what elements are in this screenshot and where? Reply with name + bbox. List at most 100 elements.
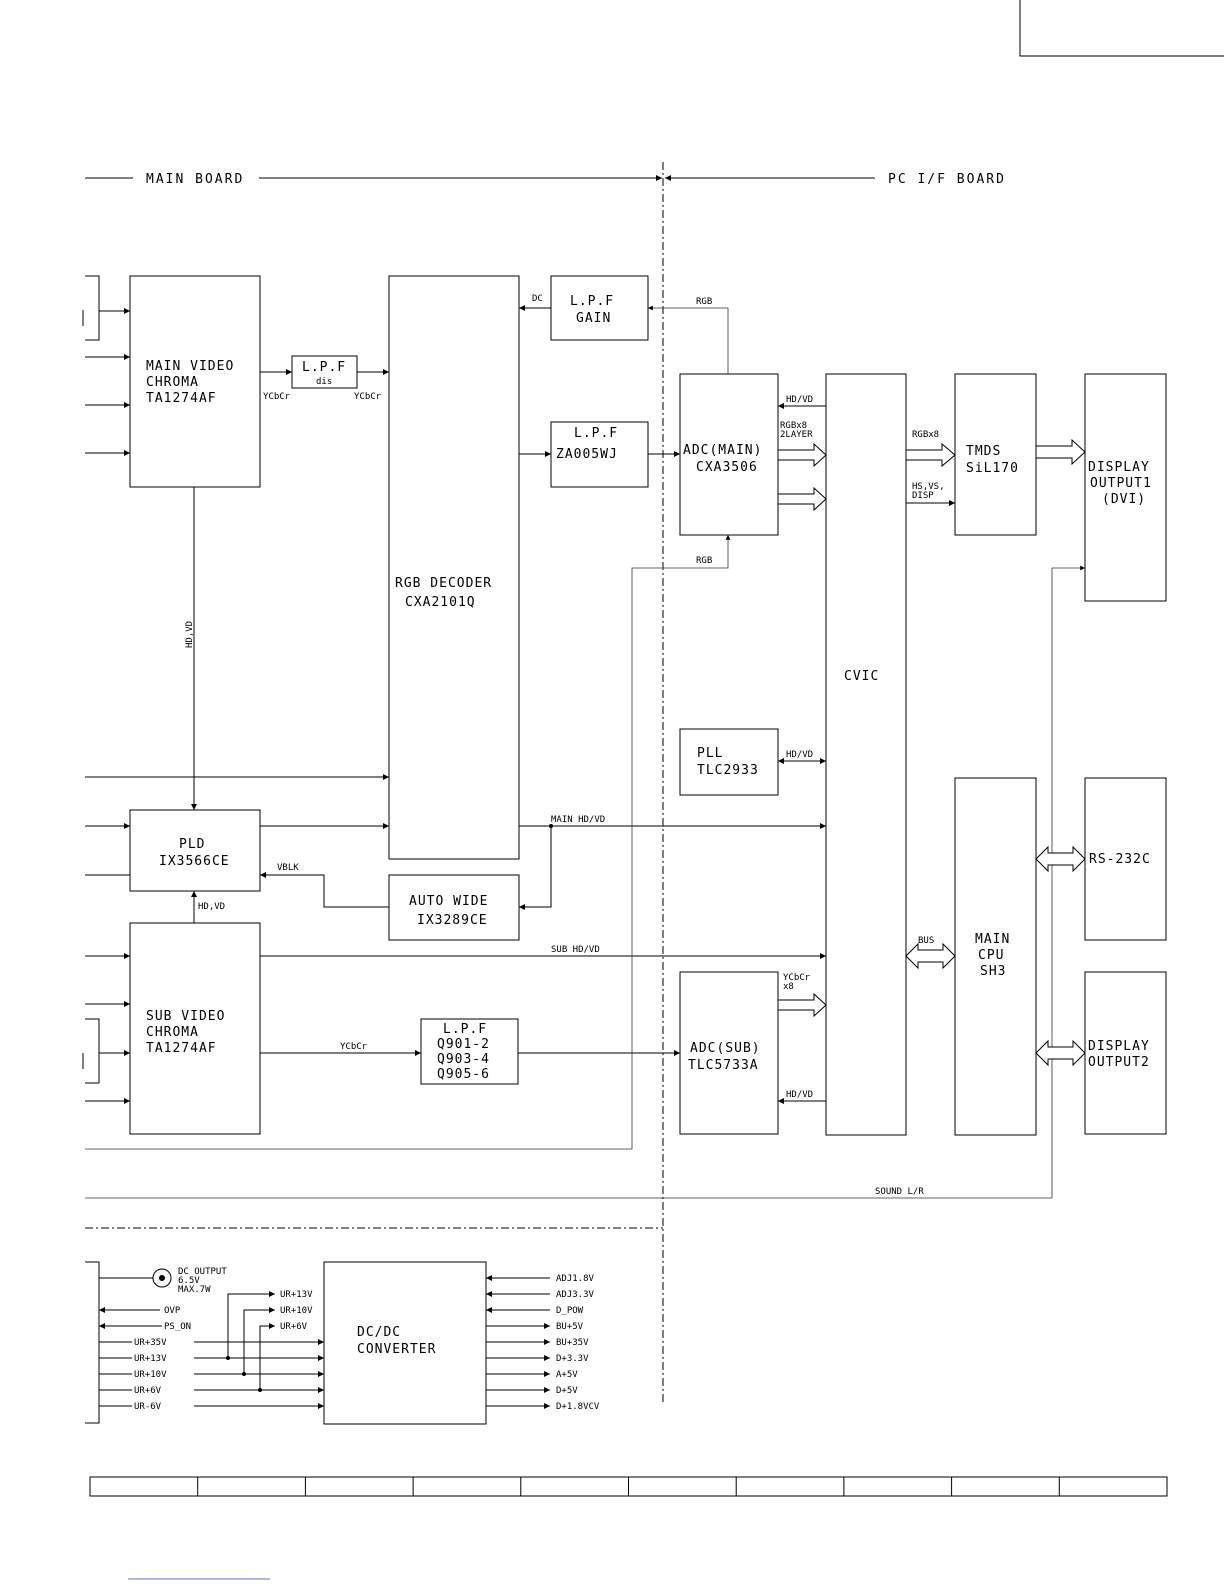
svg-text:SOUND L/R: SOUND L/R xyxy=(875,1187,924,1197)
svg-text:CHROMA: CHROMA xyxy=(146,1025,199,1040)
svg-text:DC OUTPUT: DC OUTPUT xyxy=(178,1267,227,1277)
svg-text:D+1.8VCV: D+1.8VCV xyxy=(556,1402,600,1412)
svg-text:PS_ON: PS_ON xyxy=(164,1322,191,1332)
lpf-gain-block: L.P.F GAIN xyxy=(550,275,649,341)
svg-text:TMDS: TMDS xyxy=(966,444,1001,459)
svg-text:DC: DC xyxy=(532,294,543,304)
lpf-dis-block: L.P.F dis xyxy=(291,355,358,389)
power-section: DC OUTPUT 6.5V MAX.7W OVP PS_ON UR+35V U… xyxy=(99,1267,600,1412)
svg-text:UR+13V: UR+13V xyxy=(134,1354,167,1364)
pc-if-board-label: PC I/F BOARD xyxy=(888,172,1006,187)
svg-text:PLL: PLL xyxy=(697,746,723,761)
lpf-za005wj-block: L.P.F ZA005WJ xyxy=(550,421,649,488)
svg-text:MAIN: MAIN xyxy=(975,932,1010,947)
svg-text:SiL170: SiL170 xyxy=(966,461,1019,476)
adc-main-block: ADC(MAIN) CXA3506 xyxy=(679,373,779,536)
svg-text:ADJ1.8V: ADJ1.8V xyxy=(556,1274,595,1284)
svg-text:AUTO WIDE: AUTO WIDE xyxy=(409,894,488,909)
svg-text:ADC(SUB): ADC(SUB) xyxy=(690,1041,761,1056)
corner-frame xyxy=(1019,0,1224,57)
svg-text:PLD: PLD xyxy=(179,837,205,852)
svg-text:HD/VD: HD/VD xyxy=(786,395,813,405)
svg-text:BUS: BUS xyxy=(918,936,934,946)
svg-text:RGB DECODER: RGB DECODER xyxy=(395,576,492,591)
svg-text:IX3566CE: IX3566CE xyxy=(159,854,230,869)
svg-text:ZA005WJ: ZA005WJ xyxy=(556,447,618,462)
svg-text:D_POW: D_POW xyxy=(556,1306,584,1316)
svg-text:MAX.7W: MAX.7W xyxy=(178,1285,211,1295)
signal-labels: YCbCr YCbCr DC RGB RGB HD/VD RGBx8 2LAYE… xyxy=(185,294,945,1197)
pcif-wiring xyxy=(777,403,1086,1104)
svg-text:Q901-2: Q901-2 xyxy=(437,1037,490,1052)
svg-text:L.P.F: L.P.F xyxy=(443,1022,487,1037)
svg-text:HD,VD: HD,VD xyxy=(185,621,195,648)
svg-text:CVIC: CVIC xyxy=(844,669,879,684)
svg-text:YCbCr: YCbCr xyxy=(340,1042,368,1052)
svg-text:x8: x8 xyxy=(783,982,794,992)
svg-text:DISP: DISP xyxy=(912,491,934,501)
svg-text:UR+10V: UR+10V xyxy=(134,1370,167,1380)
pll-block: PLL TLC2933 xyxy=(679,728,779,796)
svg-text:RGB: RGB xyxy=(696,297,712,307)
adc-sub-block: ADC(SUB) TLC5733A xyxy=(679,971,779,1135)
svg-text:RGBx8: RGBx8 xyxy=(912,430,939,440)
svg-text:D+5V: D+5V xyxy=(556,1386,578,1396)
svg-text:Q905-6: Q905-6 xyxy=(437,1067,490,1082)
main-video-chroma-block: MAIN VIDEO CHROMA TA1274AF xyxy=(129,275,261,488)
svg-text:2LAYER: 2LAYER xyxy=(780,430,813,440)
svg-text:TA1274AF: TA1274AF xyxy=(146,1041,217,1056)
svg-text:UR+6V: UR+6V xyxy=(134,1386,162,1396)
svg-text:L.P.F: L.P.F xyxy=(570,294,614,309)
svg-text:RGB: RGB xyxy=(696,556,712,566)
rgb-decoder-block: RGB DECODER CXA2101Q xyxy=(388,275,520,860)
svg-text:DC/DC: DC/DC xyxy=(357,1325,401,1340)
svg-text:YCbCr: YCbCr xyxy=(263,392,291,402)
svg-text:L.P.F: L.P.F xyxy=(574,426,618,441)
svg-text:MAIN VIDEO: MAIN VIDEO xyxy=(146,359,234,374)
svg-text:HD/VD: HD/VD xyxy=(786,1090,813,1100)
main-board-wiring xyxy=(85,305,1085,1199)
display-output1-block: DISPLAY OUTPUT1 (DVI) xyxy=(1084,373,1167,602)
pld-block: PLD IX3566CE xyxy=(129,809,261,892)
sub-video-chroma-block: SUB VIDEO CHROMA TA1274AF xyxy=(129,922,261,1135)
svg-text:SUB VIDEO: SUB VIDEO xyxy=(146,1009,225,1024)
svg-text:dis: dis xyxy=(316,377,332,387)
svg-text:ADJ3.3V: ADJ3.3V xyxy=(556,1290,595,1300)
svg-text:DISPLAY: DISPLAY xyxy=(1088,460,1150,475)
tmds-block: TMDS SiL170 xyxy=(954,373,1037,536)
svg-text:CXA3506: CXA3506 xyxy=(696,460,758,475)
svg-text:IX3289CE: IX3289CE xyxy=(417,913,488,928)
svg-text:CHROMA: CHROMA xyxy=(146,375,199,390)
svg-text:OUTPUT1: OUTPUT1 xyxy=(1090,476,1152,491)
svg-text:D+3.3V: D+3.3V xyxy=(556,1354,589,1364)
svg-text:MAIN HD/VD: MAIN HD/VD xyxy=(551,815,605,825)
svg-text:SH3: SH3 xyxy=(980,964,1006,979)
svg-text:SUB HD/VD: SUB HD/VD xyxy=(551,945,600,955)
display-output2-block: DISPLAY OUTPUT2 xyxy=(1084,971,1167,1135)
svg-text:DISPLAY: DISPLAY xyxy=(1088,1039,1150,1054)
svg-text:OVP: OVP xyxy=(164,1306,181,1316)
footer-ruler xyxy=(89,1476,1168,1497)
svg-text:UR+6V: UR+6V xyxy=(280,1322,308,1332)
svg-text:TA1274AF: TA1274AF xyxy=(146,391,217,406)
svg-text:HD/VD: HD/VD xyxy=(786,750,813,760)
svg-text:HS,VS,: HS,VS, xyxy=(912,482,945,492)
svg-text:OUTPUT2: OUTPUT2 xyxy=(1088,1055,1150,1070)
svg-text:YCbCr: YCbCr xyxy=(354,392,382,402)
svg-text:Q903-4: Q903-4 xyxy=(437,1052,490,1067)
svg-text:RGBx8: RGBx8 xyxy=(780,421,807,431)
rs232c-block: RS-232C xyxy=(1084,777,1167,941)
svg-text:UR+13V: UR+13V xyxy=(280,1290,313,1300)
svg-text:UR+35V: UR+35V xyxy=(134,1338,167,1348)
svg-text:BU+35V: BU+35V xyxy=(556,1338,589,1348)
cvic-block: CVIC xyxy=(825,373,907,1136)
svg-text:UR-6V: UR-6V xyxy=(134,1402,162,1412)
svg-text:BU+5V: BU+5V xyxy=(556,1322,584,1332)
svg-text:(DVI): (DVI) xyxy=(1102,492,1146,507)
svg-text:UR+10V: UR+10V xyxy=(280,1306,313,1316)
svg-text:CXA2101Q: CXA2101Q xyxy=(405,595,476,610)
svg-text:L.P.F: L.P.F xyxy=(302,360,346,375)
auto-wide-block: AUTO WIDE IX3289CE xyxy=(388,874,520,941)
svg-text:GAIN: GAIN xyxy=(576,311,611,326)
